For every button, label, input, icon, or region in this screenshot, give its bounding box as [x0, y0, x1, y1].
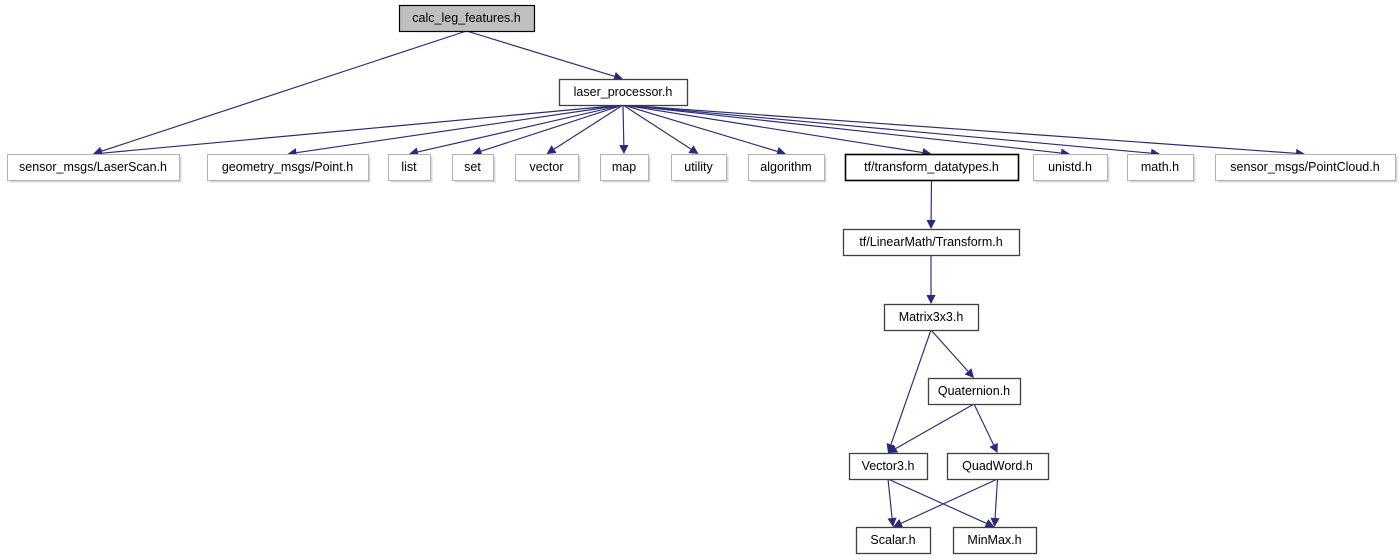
graph-edge-laser_processor-to-set: [472, 104, 624, 156]
edge-layer: [93, 30, 1305, 528]
graph-edge-tf_transform_datatypes-to-tf_linearmath_transform: [926, 179, 936, 229]
graph-edge-laser_processor-to-algorithm: [622, 104, 786, 156]
graph-node-math[interactable]: math.h: [1127, 154, 1196, 183]
graph-edge-matrix3x3-to-vector3: [886, 329, 932, 453]
graph-edge-laser_processor-to-tf_transform_datatypes: [622, 104, 932, 158]
graph-edge-laser_processor-to-list: [409, 104, 624, 157]
graph-edge-vector3-to-minmax: [887, 478, 995, 528]
node-layer: calc_leg_features.h laser_processor.hsens…: [7, 4, 1398, 555]
graph-node-calc_leg_features[interactable]: calc_leg_features.h: [398, 4, 536, 33]
graph-node-tf_transform_datatypes[interactable]: tf/transform_datatypes.h: [844, 153, 1020, 182]
graph-edge-laser_processor-to-sensor_msgs_pointcloud: [622, 104, 1305, 158]
graph-edge-quaternion-to-vector3: [888, 403, 975, 453]
graph-node-geometry_msgs_point[interactable]: geometry_msgs/Point.h: [207, 154, 371, 183]
graph-edge-quadword-to-minmax: [990, 478, 1000, 527]
graph-node-list[interactable]: list: [388, 154, 433, 183]
graph-node-vector3[interactable]: Vector3.h: [848, 452, 929, 481]
graph-edge-tf_linearmath_transform-to-matrix3x3: [926, 255, 936, 304]
graph-edge-matrix3x3-to-quaternion: [930, 329, 974, 378]
graph-node-sensor_msgs_pointcloud[interactable]: sensor_msgs/PointCloud.h: [1215, 154, 1398, 183]
graph-edge-laser_processor-to-unistd: [622, 104, 1070, 158]
graph-edge-laser_processor-to-utility: [622, 104, 699, 154]
graph-node-laser_processor[interactable]: laser_processor.h: [558, 78, 689, 107]
graph-edge-quaternion-to-quadword: [973, 403, 998, 453]
graph-edge-quadword-to-scalar: [893, 478, 998, 528]
graph-node-algorithm[interactable]: algorithm: [748, 154, 827, 183]
graph-edge-calc_leg_features-to-laser_processor: [466, 30, 623, 81]
graph-node-unistd[interactable]: unistd.h: [1033, 154, 1110, 183]
graph-node-vector[interactable]: vector: [515, 154, 581, 183]
graph-node-tf_linearmath_transform[interactable]: tf/LinearMath/Transform.h: [842, 228, 1021, 257]
graph-edge-vector3-to-scalar: [887, 478, 897, 527]
graph-node-matrix3x3[interactable]: Matrix3x3.h: [883, 303, 980, 332]
graph-node-quaternion[interactable]: Quaternion.h: [927, 377, 1022, 406]
graph-node-sensor_msgs_laserscan[interactable]: sensor_msgs/LaserScan.h: [7, 154, 182, 183]
graph-node-scalar[interactable]: Scalar.h: [855, 526, 932, 555]
graph-edge-laser_processor-to-math: [622, 104, 1160, 158]
graph-node-map[interactable]: map: [600, 154, 651, 183]
graph-edge-laser_processor-to-map: [619, 104, 629, 154]
graph-node-set[interactable]: set: [452, 154, 496, 183]
graph-node-quadword[interactable]: QuadWord.h: [946, 452, 1050, 481]
graph-node-minmax[interactable]: MinMax.h: [952, 526, 1038, 555]
graph-node-utility[interactable]: utility: [671, 154, 729, 183]
graph-edge-laser_processor-to-vector: [546, 104, 624, 154]
